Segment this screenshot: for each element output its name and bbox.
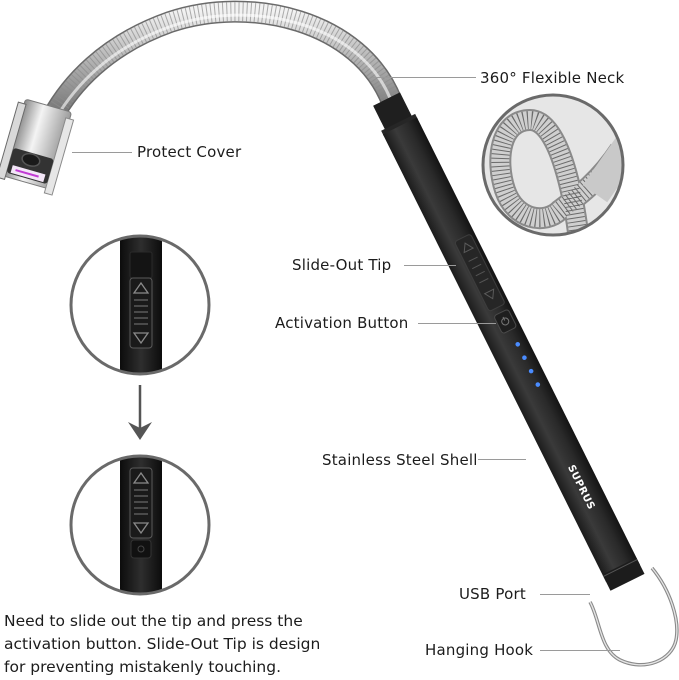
label-hanging-hook: Hanging Hook [425, 641, 534, 659]
label-activation-button: Activation Button [275, 314, 409, 332]
usage-caption: Need to slide out the tip and press the … [4, 610, 364, 679]
leader-steel-shell [478, 459, 526, 460]
caption-line: Need to slide out the tip and press the [4, 612, 303, 630]
arrow-down-icon [128, 385, 152, 440]
label-protect-cover: Protect Cover [137, 143, 242, 161]
leader-flexible-neck [372, 77, 476, 78]
caption-line: activation button. Slide-Out Tip is desi… [4, 635, 321, 653]
caption-line: for preventing mistakenly touching. [4, 658, 282, 676]
label-usb-port: USB Port [459, 585, 526, 603]
lighter-body: SUPRUS [373, 92, 645, 591]
leader-slide-out-tip [404, 265, 456, 266]
slide-tip-closed-detail-view [69, 234, 211, 376]
slide-out-tip[interactable] [454, 234, 505, 312]
flexible-neck-detail-view [481, 93, 625, 237]
battery-led-indicator [515, 341, 541, 387]
leader-hanging-hook [540, 650, 620, 651]
usb-port [602, 557, 645, 591]
activation-button[interactable] [494, 309, 517, 334]
label-flexible-neck: 360° Flexible Neck [480, 69, 625, 87]
label-slide-out-tip: Slide-Out Tip [292, 256, 392, 274]
leader-activation-button [418, 323, 496, 324]
leader-usb-port [540, 594, 590, 595]
slide-tip-open-detail-view [69, 454, 211, 596]
flexible-neck [42, 0, 403, 124]
leader-protect-cover [72, 152, 132, 153]
label-steel-shell: Stainless Steel Shell [322, 451, 478, 469]
protect-cover [0, 99, 75, 196]
